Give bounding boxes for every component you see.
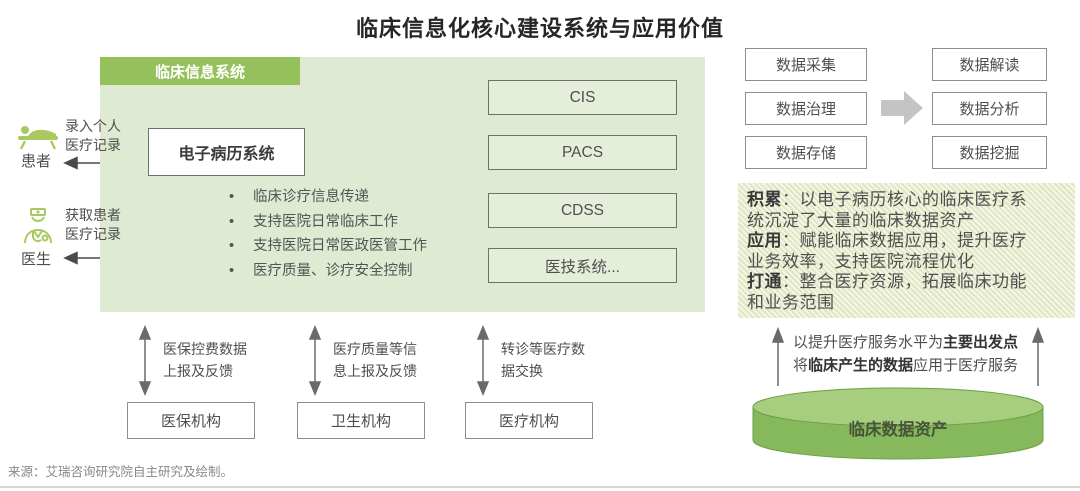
org-box-health-authority: 卫生机构 (297, 402, 425, 439)
pipeline-arrow-icon (881, 91, 923, 125)
flow-label-health-authority: 医疗质量等信 息上报及反馈 (333, 341, 417, 379)
pipeline-box-analyze: 数据分析 (932, 92, 1047, 125)
doctor-label: 医生 (20, 251, 51, 268)
system-box-pacs: PACS (488, 135, 677, 170)
emr-function-item: 临床诊疗信息传递 (225, 185, 427, 210)
footer-divider (0, 486, 1080, 488)
patient-label: 患者 (20, 153, 51, 170)
emr-system-box: 电子病历系统 (148, 128, 305, 176)
value-points-box: 积累：以电子病历核心的临床医疗系 统沉淀了大量的临床数据资产 应用：赋能临床数据… (738, 183, 1075, 318)
page-title: 临床信息化核心建设系统与应用价值 (355, 16, 724, 41)
pipeline-box-mine: 数据挖掘 (932, 136, 1047, 169)
application-note-line1: 以提升医疗服务水平为主要出发点 (793, 334, 1019, 351)
patient-action-label: 录入个人 医疗记录 (65, 118, 121, 153)
flow-label-medical-orgs: 转诊等医疗数 据交换 (501, 341, 585, 379)
emr-functions-list: 临床诊疗信息传递 支持医院日常临床工作 支持医院日常医政医管工作 医疗质量、诊疗… (225, 185, 427, 283)
source-note: 来源：艾瑞咨询研究院自主研究及绘制。 (8, 465, 234, 479)
doctor-icon (24, 208, 52, 244)
patient-icon (18, 126, 58, 150)
pipeline-box-store: 数据存储 (745, 136, 867, 169)
emr-function-item: 医疗质量、诊疗安全控制 (225, 259, 427, 284)
system-box-cis: CIS (488, 80, 677, 115)
doctor-action-label: 获取患者 医疗记录 (65, 207, 121, 242)
system-box-medtech: 医技系统... (488, 248, 677, 283)
application-note-line2: 将临床产生的数据应用于医疗服务 (793, 357, 1019, 374)
application-note: 以提升医疗服务水平为主要出发点 将临床产生的数据应用于医疗服务 (793, 331, 1018, 377)
org-box-medical-insurance: 医保机构 (127, 402, 255, 439)
pipeline-box-govern: 数据治理 (745, 92, 867, 125)
pipeline-box-collect: 数据采集 (745, 48, 867, 81)
emr-function-item: 支持医院日常临床工作 (225, 210, 427, 235)
pipeline-box-interpret: 数据解读 (932, 48, 1047, 81)
emr-function-item: 支持医院日常医政医管工作 (225, 234, 427, 259)
value-point-apply: 应用：赋能临床数据应用，提升医疗 业务效率，支持医院流程优化 (747, 231, 1027, 271)
panel-tab: 临床信息系统 (100, 57, 300, 85)
clinical-system-panel: 临床信息系统 电子病历系统 临床诊疗信息传递 支持医院日常临床工作 支持医院日常… (100, 57, 705, 312)
data-asset-cylinder-label: 临床数据资产 (848, 421, 948, 439)
flow-label-medical-insurance: 医保控费数据 上报及反馈 (163, 341, 247, 379)
org-box-medical-orgs: 医疗机构 (465, 402, 593, 439)
value-point-connect: 打通：整合医疗资源，拓展临床功能 和业务范围 (747, 272, 1027, 312)
system-box-cdss: CDSS (488, 193, 677, 228)
value-point-accumulate: 积累：以电子病历核心的临床医疗系 统沉淀了大量的临床数据资产 (747, 190, 1027, 230)
